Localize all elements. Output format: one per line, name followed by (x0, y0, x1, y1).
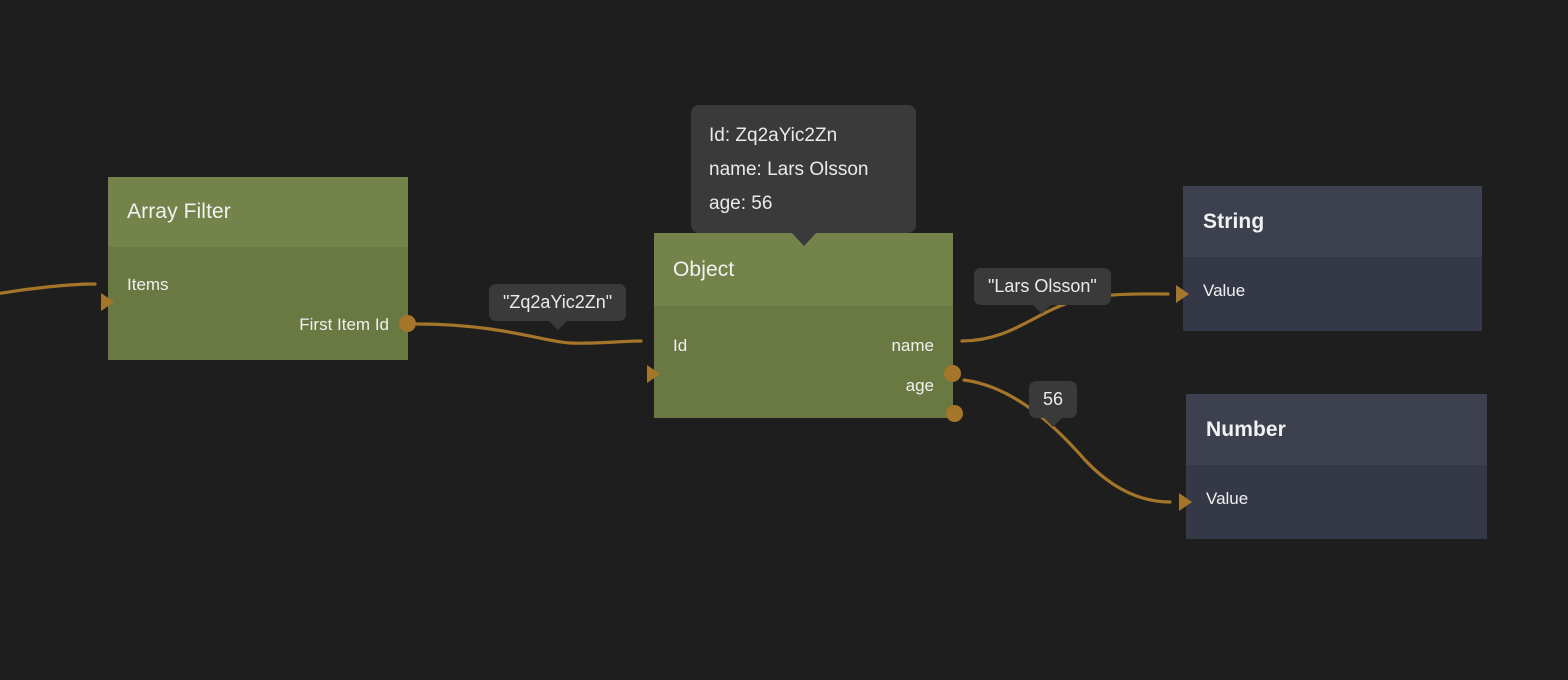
port-label-string-value: Value (1203, 281, 1246, 300)
port-input-string-value[interactable] (1176, 285, 1189, 303)
port-row-items[interactable]: Items (127, 265, 389, 305)
node-object[interactable]: Object Id name age (647, 233, 963, 422)
port-output-object-name[interactable] (944, 365, 961, 382)
edge-incoming-items (0, 282, 97, 295)
port-output-first-item-id[interactable] (399, 315, 416, 332)
node-array-filter-header[interactable]: Array Filter (108, 177, 408, 247)
port-label-first-item-id: First Item Id (299, 315, 389, 334)
node-number[interactable]: Number Value (1179, 394, 1487, 539)
node-number-body: Value (1186, 465, 1487, 539)
port-row-object-io[interactable]: Id name (673, 326, 934, 366)
object-value-tooltip: Id: Zq2aYic2Zn name: Lars Olsson age: 56 (691, 105, 916, 246)
edge-label-name-text: "Lars Olsson" (988, 276, 1097, 296)
node-string[interactable]: String Value (1176, 186, 1482, 331)
port-row-number-value[interactable]: Value (1206, 479, 1467, 519)
edge-label-first-item-id-tail (547, 320, 568, 330)
port-label-object-id: Id (673, 336, 688, 355)
tooltip-line-id: Id: Zq2aYic2Zn (709, 125, 838, 146)
port-input-object-id[interactable] (647, 365, 660, 383)
node-string-title: String (1203, 209, 1265, 233)
edge-label-first-item-id: "Zq2aYic2Zn" (489, 284, 627, 330)
port-label-items: Items (127, 275, 169, 294)
port-label-object-name: name (891, 336, 934, 355)
node-object-body: Id name age (654, 306, 953, 418)
node-array-filter[interactable]: Array Filter Items First Item Id (101, 177, 416, 360)
port-label-number-value: Value (1206, 489, 1249, 508)
edge-first-item-id-to-object-id (415, 322, 643, 345)
port-row-string-value[interactable]: Value (1203, 271, 1462, 311)
edge-label-age: 56 (1029, 381, 1078, 427)
tooltip-line-age: age: 56 (709, 193, 773, 214)
node-string-header[interactable]: String (1183, 186, 1482, 257)
edge-label-first-item-id-text: "Zq2aYic2Zn" (503, 292, 613, 312)
port-row-object-age[interactable]: age (673, 366, 934, 406)
port-output-object-age[interactable] (946, 405, 963, 422)
node-string-body: Value (1183, 257, 1482, 331)
port-row-first-item-id[interactable]: First Item Id (127, 305, 389, 345)
node-array-filter-title: Array Filter (127, 200, 231, 223)
node-object-title: Object (673, 257, 735, 281)
port-label-object-age: age (905, 376, 934, 395)
node-array-filter-body: Items First Item Id (108, 247, 408, 360)
edge-label-name-tail (1032, 304, 1053, 314)
edge-label-age-tail (1043, 417, 1064, 427)
tooltip-tail (791, 232, 817, 246)
port-input-number-value[interactable] (1179, 493, 1192, 511)
tooltip-line-name: name: Lars Olsson (709, 159, 869, 180)
port-input-items[interactable] (101, 293, 114, 311)
node-number-header[interactable]: Number (1186, 394, 1487, 465)
node-number-title: Number (1206, 417, 1286, 441)
edge-label-name: "Lars Olsson" (974, 268, 1111, 314)
edge-label-age-text: 56 (1043, 389, 1064, 409)
